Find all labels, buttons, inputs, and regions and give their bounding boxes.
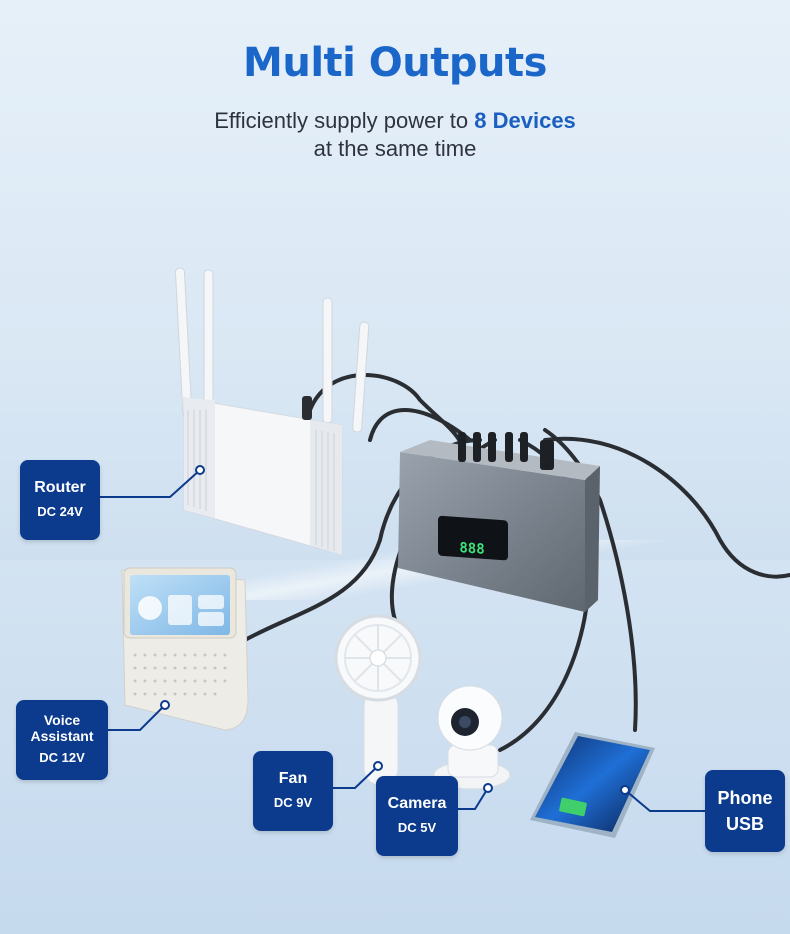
power-station-icon: 888 [398, 432, 600, 612]
router-cable-2 [368, 408, 472, 442]
fan-label-spec: DC 9V [273, 795, 313, 810]
camera-icon [433, 685, 511, 790]
camera-label: Camera DC 5V [376, 776, 458, 856]
voice-label-spec: DC 12V [39, 750, 85, 765]
callout-leaders [100, 469, 705, 812]
camera-label-name: Camera [387, 795, 447, 812]
router-icon [174, 267, 370, 556]
input-cable [543, 436, 790, 579]
subtitle-line-1: Efficiently supply power to 8 Devices [0, 107, 790, 135]
fan-label-name: Fan [278, 770, 308, 787]
subtitle-prefix: Efficiently supply power to [214, 108, 475, 133]
page-title: Multi Outputs [243, 40, 547, 86]
phone-label-spec: USB [725, 814, 764, 834]
camera-label-spec: DC 5V [397, 820, 437, 835]
fan-icon [334, 614, 422, 786]
subtitle-line-2: at the same time [313, 136, 477, 161]
callout-dots [160, 465, 630, 795]
fan-label: Fan DC 9V [253, 751, 333, 831]
phone-cable [543, 428, 638, 732]
subtitle: Efficiently supply power to 8 Devices at… [0, 107, 790, 163]
voice-label-line1: Voice [43, 712, 81, 728]
router-label-name: Router [34, 479, 86, 496]
phone-label: Phone USB [705, 770, 785, 852]
device-count-highlight: 8 Devices [474, 108, 576, 133]
phone-icon [530, 732, 655, 838]
phone-label-name: Phone [717, 788, 773, 808]
voice-assistant-icon [121, 567, 249, 731]
voice-assistant-label: Voice Assistant DC 12V [16, 700, 108, 780]
router-label: Router DC 24V [20, 460, 100, 540]
voice-label-line2: Assistant [30, 728, 94, 744]
display-readout: 888 [459, 540, 484, 558]
router-label-spec: DC 24V [37, 504, 83, 519]
